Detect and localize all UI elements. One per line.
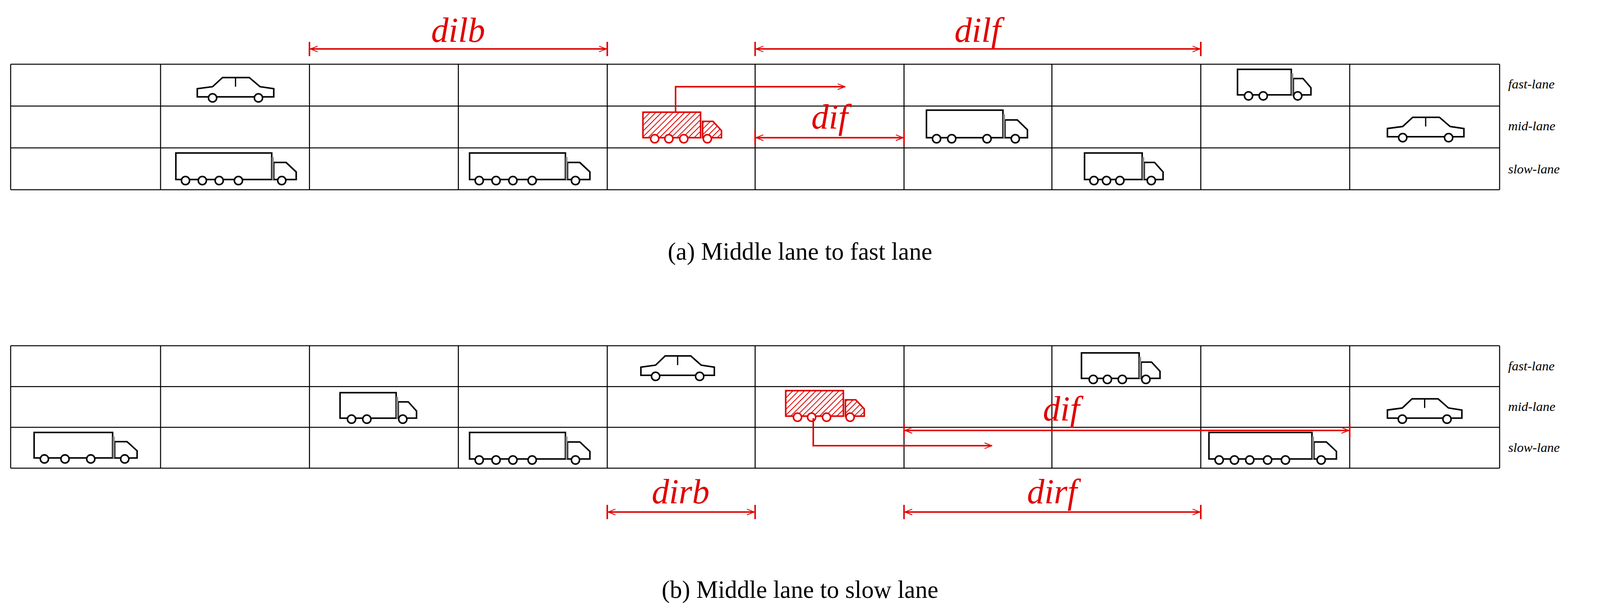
distance-label: dif [1042,389,1080,429]
truck [926,110,1028,143]
distance-label: dirf [1027,472,1078,512]
dimension-tick [754,130,756,146]
truck [469,152,590,185]
dimension-line [608,511,755,513]
road-grid [10,345,1500,468]
dimension-tick [1349,423,1351,438]
car [1387,398,1462,424]
truck [339,392,417,424]
dimension-tick [903,423,906,438]
truck [1209,432,1337,465]
dimension-tick [606,505,609,520]
distance-label: dif [811,98,848,137]
dimension-tick [903,130,906,146]
road-grid [10,64,1500,190]
truck [1084,152,1163,185]
subject-truck [643,111,722,143]
lane-name: fast-lane [1508,359,1555,374]
distance-label: dirb [651,472,710,512]
dimension-line [905,511,1200,513]
dimension-marks [309,41,1350,519]
truck [33,432,137,463]
dimension-tick [754,41,756,57]
dimension-tick [308,41,311,57]
dimension-tick [1200,41,1202,57]
lane-change-arrow [813,418,992,446]
vehicles [33,69,1464,465]
lane-name: slow-lane [1508,440,1560,455]
lane-name: mid-lane [1508,119,1556,134]
dimension-tick [754,505,756,520]
lane-name: mid-lane [1508,400,1556,415]
lane-name: slow-lane [1508,162,1560,177]
truck [176,152,297,185]
subject-truck [785,390,865,421]
dimension-line [905,429,1349,432]
dimension-tick [903,505,906,520]
dimension-tick [606,41,609,57]
lane-name: fast-lane [1508,77,1555,92]
car [1387,117,1465,142]
distance-label: dilf [954,11,1001,50]
car [197,77,275,102]
truck [1237,69,1312,100]
truck [469,432,590,465]
distance-label: dilb [431,11,486,50]
dimension-tick [1200,505,1202,520]
caption: (b) Middle lane to slow lane [661,576,939,604]
car [640,355,715,381]
caption: (a) Middle lane to fast lane [667,238,933,266]
truck [1081,352,1160,384]
dimension-line [755,136,903,139]
